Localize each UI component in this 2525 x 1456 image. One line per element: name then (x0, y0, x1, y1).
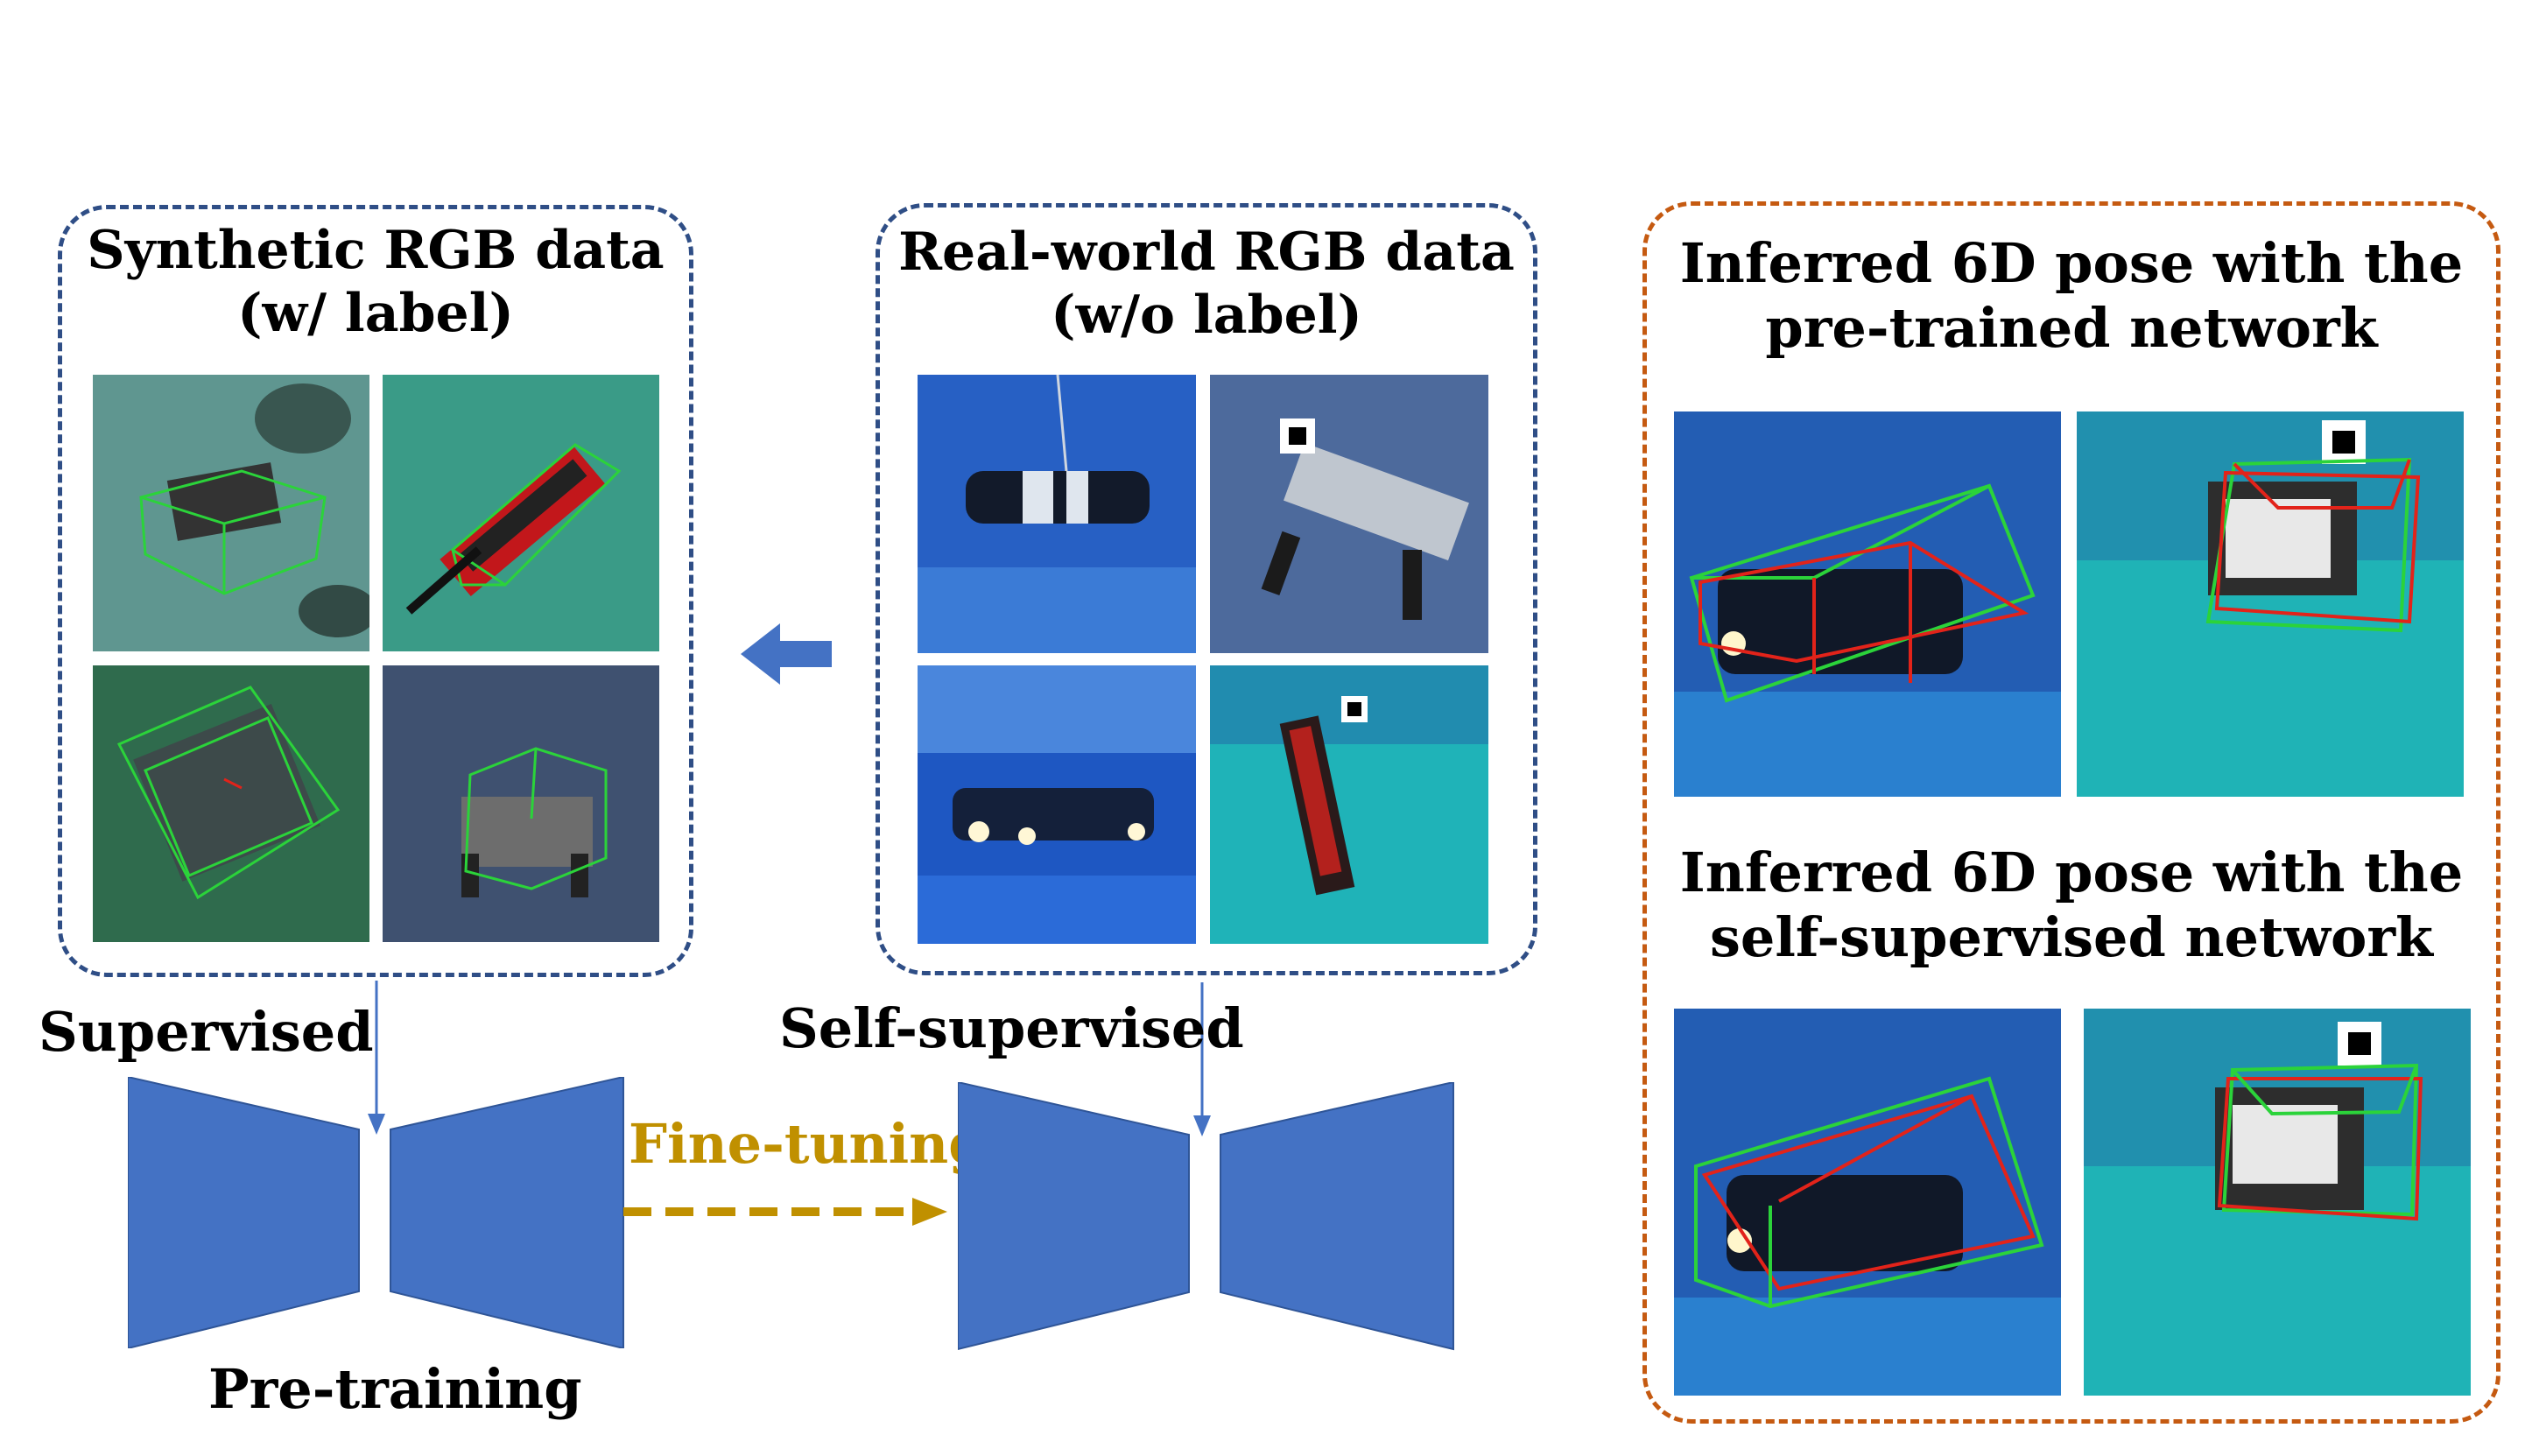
fine-tuning-label: Fine-tuning (629, 1112, 987, 1176)
realworld-data-title: Real-world RGB data (w/o label) (876, 221, 1537, 347)
inferred-selfsup-line1: Inferred 6D pose with the (1679, 841, 2464, 904)
inferred-pretrained-line2: pre-trained network (1765, 296, 2378, 361)
pretraining-network (127, 1075, 627, 1350)
arrow-down-self-supervised (1193, 982, 1211, 1136)
encoder-shape (127, 1075, 360, 1350)
synthetic-image-4 (383, 665, 659, 942)
pretrained-result-1 (1674, 411, 2061, 797)
decoder-shape (1220, 1080, 1454, 1351)
pre-training-label: Pre-training (208, 1357, 582, 1421)
realworld-image-2 (1210, 375, 1488, 653)
left-arrow-icon (741, 623, 832, 685)
fine-tuning-arrow (623, 1194, 947, 1229)
pretrained-result-2 (2077, 411, 2464, 797)
arrow-down-supervised (368, 981, 385, 1135)
inferred-pretrained-line1: Inferred 6D pose with the (1679, 231, 2464, 295)
selfsupervised-network (957, 1080, 1457, 1354)
inferred-pretrained-title: Inferred 6D pose with the pre-trained ne… (1642, 231, 2500, 362)
encoder-shape (957, 1080, 1190, 1351)
supervised-label: Supervised (39, 1000, 374, 1064)
realworld-data-box (876, 203, 1537, 975)
realworld-image-1 (918, 375, 1196, 653)
inferred-selfsup-title: Inferred 6D pose with the self-supervise… (1642, 841, 2500, 971)
selfsup-result-2 (2084, 1009, 2471, 1396)
inferred-results-box (1642, 201, 2500, 1424)
synthetic-image-3 (93, 665, 369, 942)
synthetic-data-box (58, 205, 693, 977)
realworld-image-4 (1210, 665, 1488, 944)
realworld-image-3 (918, 665, 1196, 944)
inferred-selfsup-line2: self-supervised network (1710, 905, 2433, 970)
synthetic-title-line2: (w/ label) (237, 283, 514, 344)
synthetic-title-line1: Synthetic RGB data (87, 220, 665, 281)
self-supervised-label: Self-supervised (779, 996, 1244, 1060)
synthetic-image-1 (93, 375, 369, 651)
realworld-title-line1: Real-world RGB data (898, 222, 1515, 283)
selfsup-result-1 (1674, 1009, 2061, 1396)
synthetic-data-title: Synthetic RGB data (w/ label) (58, 219, 693, 345)
synthetic-image-2 (383, 375, 659, 651)
decoder-shape (390, 1075, 624, 1350)
realworld-title-line2: (w/o label) (1051, 285, 1362, 346)
